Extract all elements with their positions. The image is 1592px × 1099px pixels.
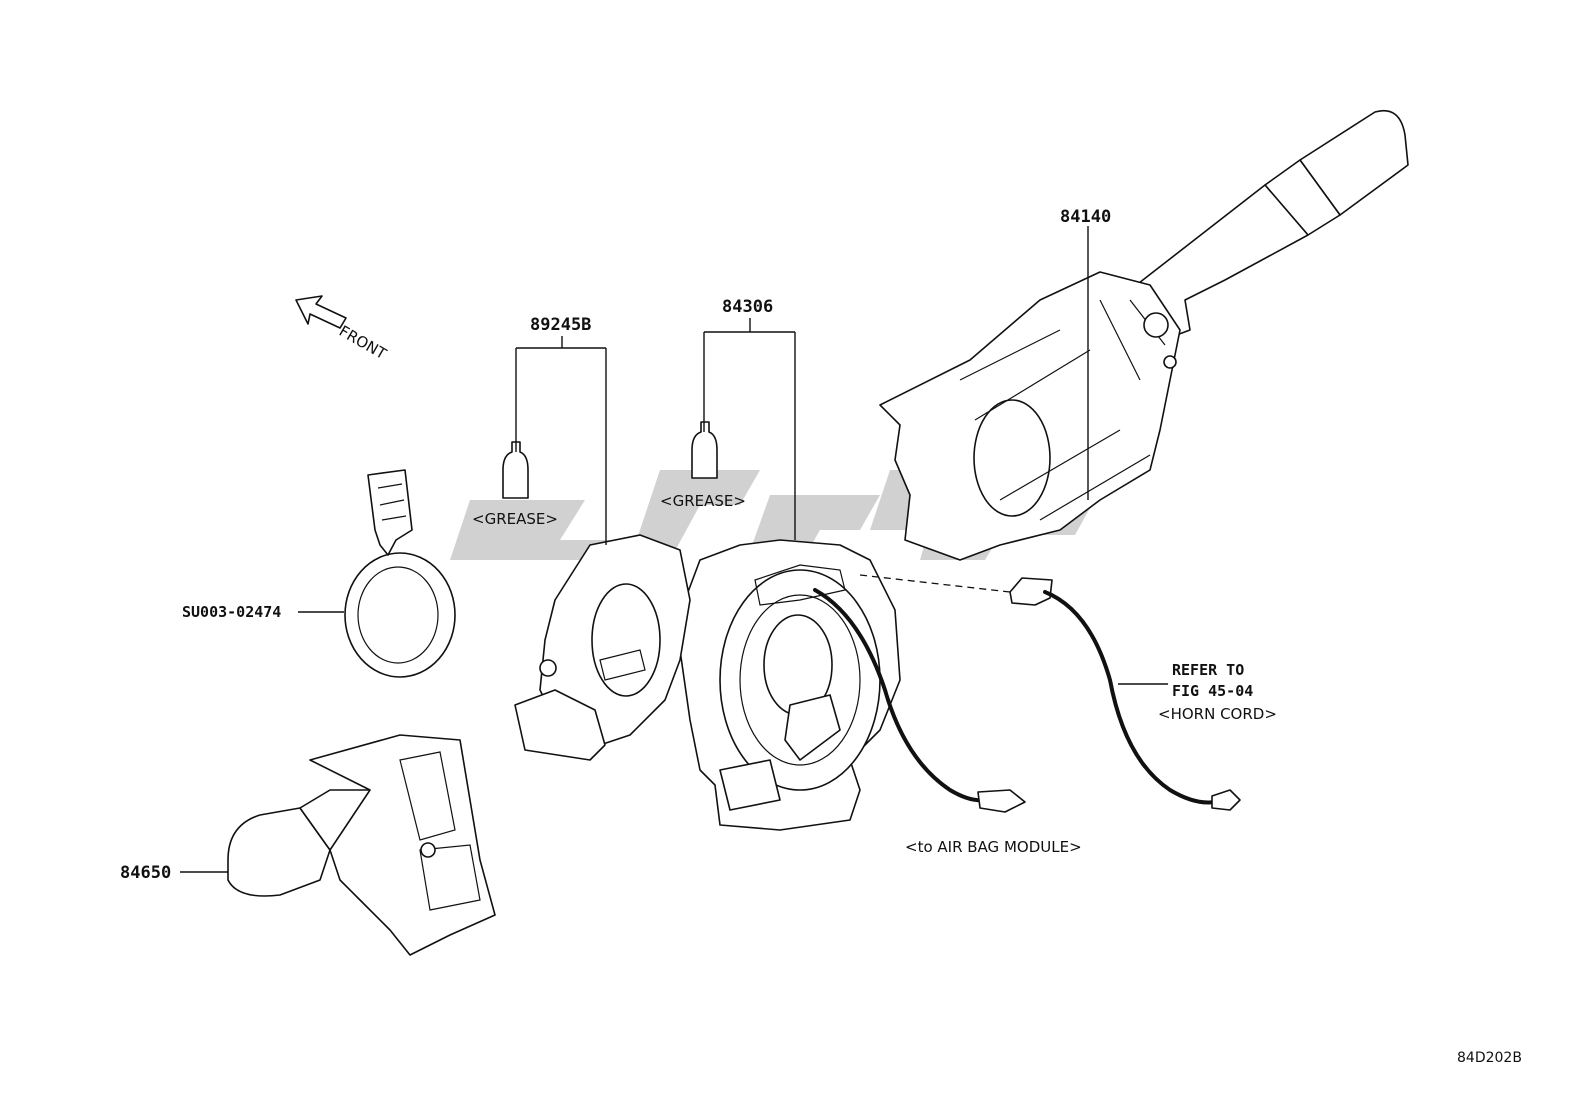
refer-to-line2: FIG 45-04 (1172, 682, 1253, 700)
horn-cord-drawing (1009, 577, 1241, 811)
part-su003-drawing (344, 469, 456, 678)
part-84650-drawing (227, 734, 496, 956)
part-number-89245b: 89245B (530, 315, 591, 335)
part-number-su003: SU003-02474 (182, 603, 281, 621)
leader-lines (180, 226, 1168, 873)
airbag-cord-drawing (813, 588, 1026, 813)
grease-note-2: <GREASE> (660, 492, 746, 510)
figure-code: 84D202B (1457, 1050, 1522, 1066)
grease-note-1: <GREASE> (472, 510, 558, 528)
refer-to-line1: REFER TO (1172, 661, 1244, 679)
grease-tube-1-icon (502, 441, 529, 499)
front-label: FRONT (336, 322, 390, 364)
part-number-84650: 84650 (120, 863, 171, 883)
horn-cord-note: <HORN CORD> (1158, 705, 1277, 723)
part-84140-drawing (879, 110, 1409, 561)
airbag-module-note: <to AIR BAG MODULE> (905, 838, 1082, 856)
part-89245b-drawing (514, 534, 691, 761)
grease-tube-2-icon (691, 421, 718, 479)
part-number-84140: 84140 (1060, 207, 1111, 227)
part-number-84306: 84306 (722, 297, 773, 317)
connection-dashed-line (859, 574, 1011, 593)
part-84306-drawing (679, 539, 901, 831)
front-arrow-icon (295, 295, 347, 329)
